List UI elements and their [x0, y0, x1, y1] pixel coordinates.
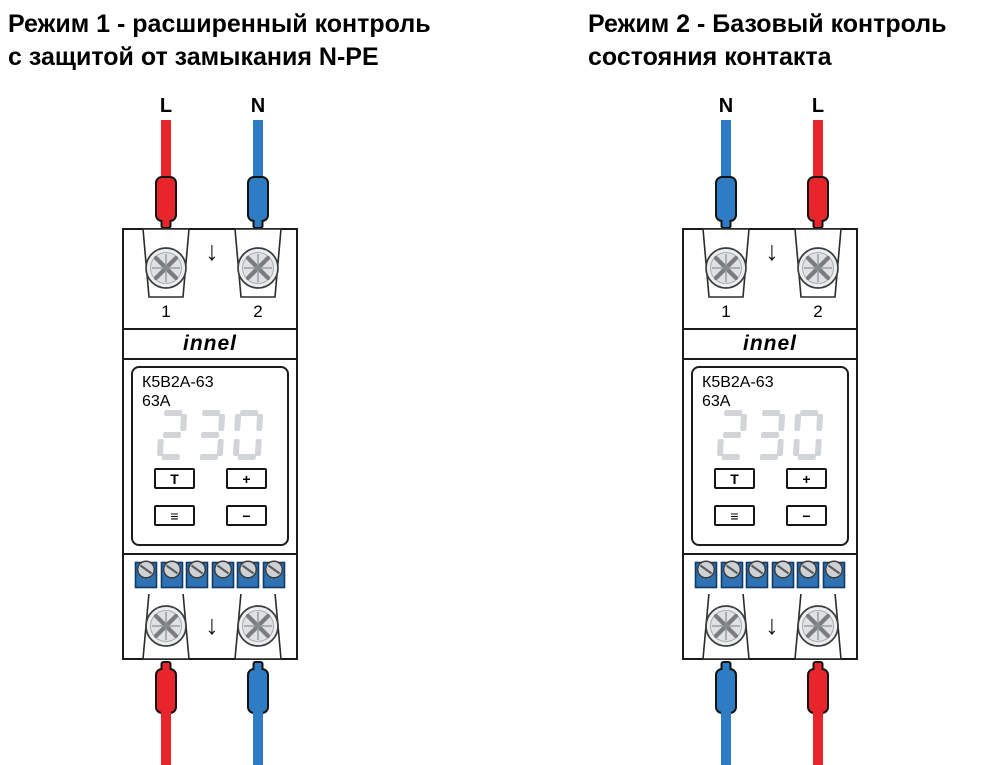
outgoing-wire-right [244, 660, 272, 765]
clamp-terminal-icon [771, 560, 795, 589]
wire-lug [807, 176, 829, 222]
wire-label: L [811, 95, 825, 117]
screw-terminal-icon [234, 594, 282, 660]
wire-lug [155, 668, 177, 714]
brand-logo: innel [182, 332, 237, 355]
outgoing-wire-left [152, 660, 180, 765]
title-line-2: с защитой от замыкания N-PE [8, 43, 379, 71]
incoming-wire-right: L [804, 94, 832, 228]
clamp-terminal-icon [159, 560, 184, 589]
wire-label: L [159, 95, 173, 117]
wire-lug [715, 668, 737, 714]
terminal-strip [134, 555, 286, 589]
front-panel: К5В2А-63 63А T + ≡ − [131, 366, 289, 546]
device-button-plus: + [226, 468, 267, 489]
wire-line [813, 710, 823, 765]
outgoing-wire-left [712, 660, 740, 765]
down-arrow-icon [196, 612, 228, 639]
wire-line [721, 710, 731, 765]
model-label: К5В2А-63 [702, 374, 774, 391]
seven-segment-display [693, 410, 847, 460]
screw-terminal-icon [702, 594, 750, 660]
wire-label: N [718, 95, 734, 117]
clamp-terminal-icon [262, 560, 286, 589]
wire-line [813, 120, 823, 180]
terminal-number: 1 [721, 302, 731, 321]
clamp-terminal-icon [719, 560, 744, 589]
screw-terminal-icon [794, 594, 842, 660]
clamp-terminal-icon [694, 560, 718, 589]
wire-lug [247, 176, 269, 222]
screw-terminal-icon [702, 228, 750, 298]
down-arrow-icon [756, 612, 788, 639]
diagram-title: Режим 2 - Базовый контроль состояния кон… [588, 8, 947, 74]
screw-terminal-icon [142, 228, 190, 298]
title-line-2: состояния контакта [588, 43, 832, 71]
clamp-terminal-icon [211, 560, 235, 589]
clamp-terminal-icon [796, 560, 820, 589]
wire-lug [155, 176, 177, 222]
device-button-t: T [154, 468, 195, 489]
model-label: К5В2А-63 [142, 374, 214, 391]
terminal-number: 2 [253, 302, 263, 321]
wiring-diagram-mode-2: Режим 2 - Базовый контроль состояния кон… [498, 0, 996, 765]
wire-line [253, 120, 263, 180]
clamp-terminal-icon [822, 560, 846, 589]
device-button-minus: − [226, 505, 267, 526]
terminal-strip [694, 555, 846, 589]
device-button-minus: − [786, 505, 827, 526]
terminal-number: 2 [813, 302, 823, 321]
device-button-menu: ≡ [714, 505, 755, 526]
down-arrow-icon [756, 238, 788, 265]
panel-divider [682, 358, 858, 360]
wire-lug [247, 668, 269, 714]
front-panel: К5В2А-63 63А T + ≡ − [691, 366, 849, 546]
wiring-diagram-mode-1: Режим 1 - расширенный контроль с защитой… [0, 0, 498, 765]
wire-line [161, 120, 171, 180]
incoming-wire-left: N [712, 94, 740, 228]
wire-lug [715, 176, 737, 222]
seven-segment-display [133, 410, 287, 460]
wire-line [721, 120, 731, 180]
clamp-terminal-icon [236, 560, 260, 589]
panel-divider [122, 358, 298, 360]
screw-terminal-icon [142, 594, 190, 660]
panel-divider [122, 553, 298, 555]
device-button-plus: + [786, 468, 827, 489]
wire-line [161, 710, 171, 765]
clamp-terminal-icon [745, 560, 769, 589]
screw-terminal-icon [234, 228, 282, 298]
diagram-title: Режим 1 - расширенный контроль с защитой… [8, 8, 431, 74]
outgoing-wire-right [804, 660, 832, 765]
clamp-terminal-icon [185, 560, 209, 589]
device-button-menu: ≡ [154, 505, 195, 526]
device-button-t: T [714, 468, 755, 489]
panel-divider [122, 328, 298, 330]
device-and-wires: N L 1 2 innel [682, 95, 858, 765]
screw-terminal-icon [794, 228, 842, 298]
down-arrow-icon [196, 238, 228, 265]
device-and-wires: L N 1 2 innel [122, 95, 298, 765]
panel-divider [682, 553, 858, 555]
rating-label: 63А [702, 393, 731, 410]
rating-label: 63А [142, 393, 171, 410]
terminal-number: 1 [161, 302, 171, 321]
wire-line [253, 710, 263, 765]
clamp-terminal-icon [134, 560, 158, 589]
panel-divider [682, 328, 858, 330]
title-line-1: Режим 2 - Базовый контроль [588, 10, 947, 38]
incoming-wire-right: N [244, 94, 272, 228]
brand-logo: innel [742, 332, 797, 355]
wire-lug [807, 668, 829, 714]
title-line-1: Режим 1 - расширенный контроль [8, 10, 431, 38]
wire-label: N [250, 95, 266, 117]
incoming-wire-left: L [152, 94, 180, 228]
